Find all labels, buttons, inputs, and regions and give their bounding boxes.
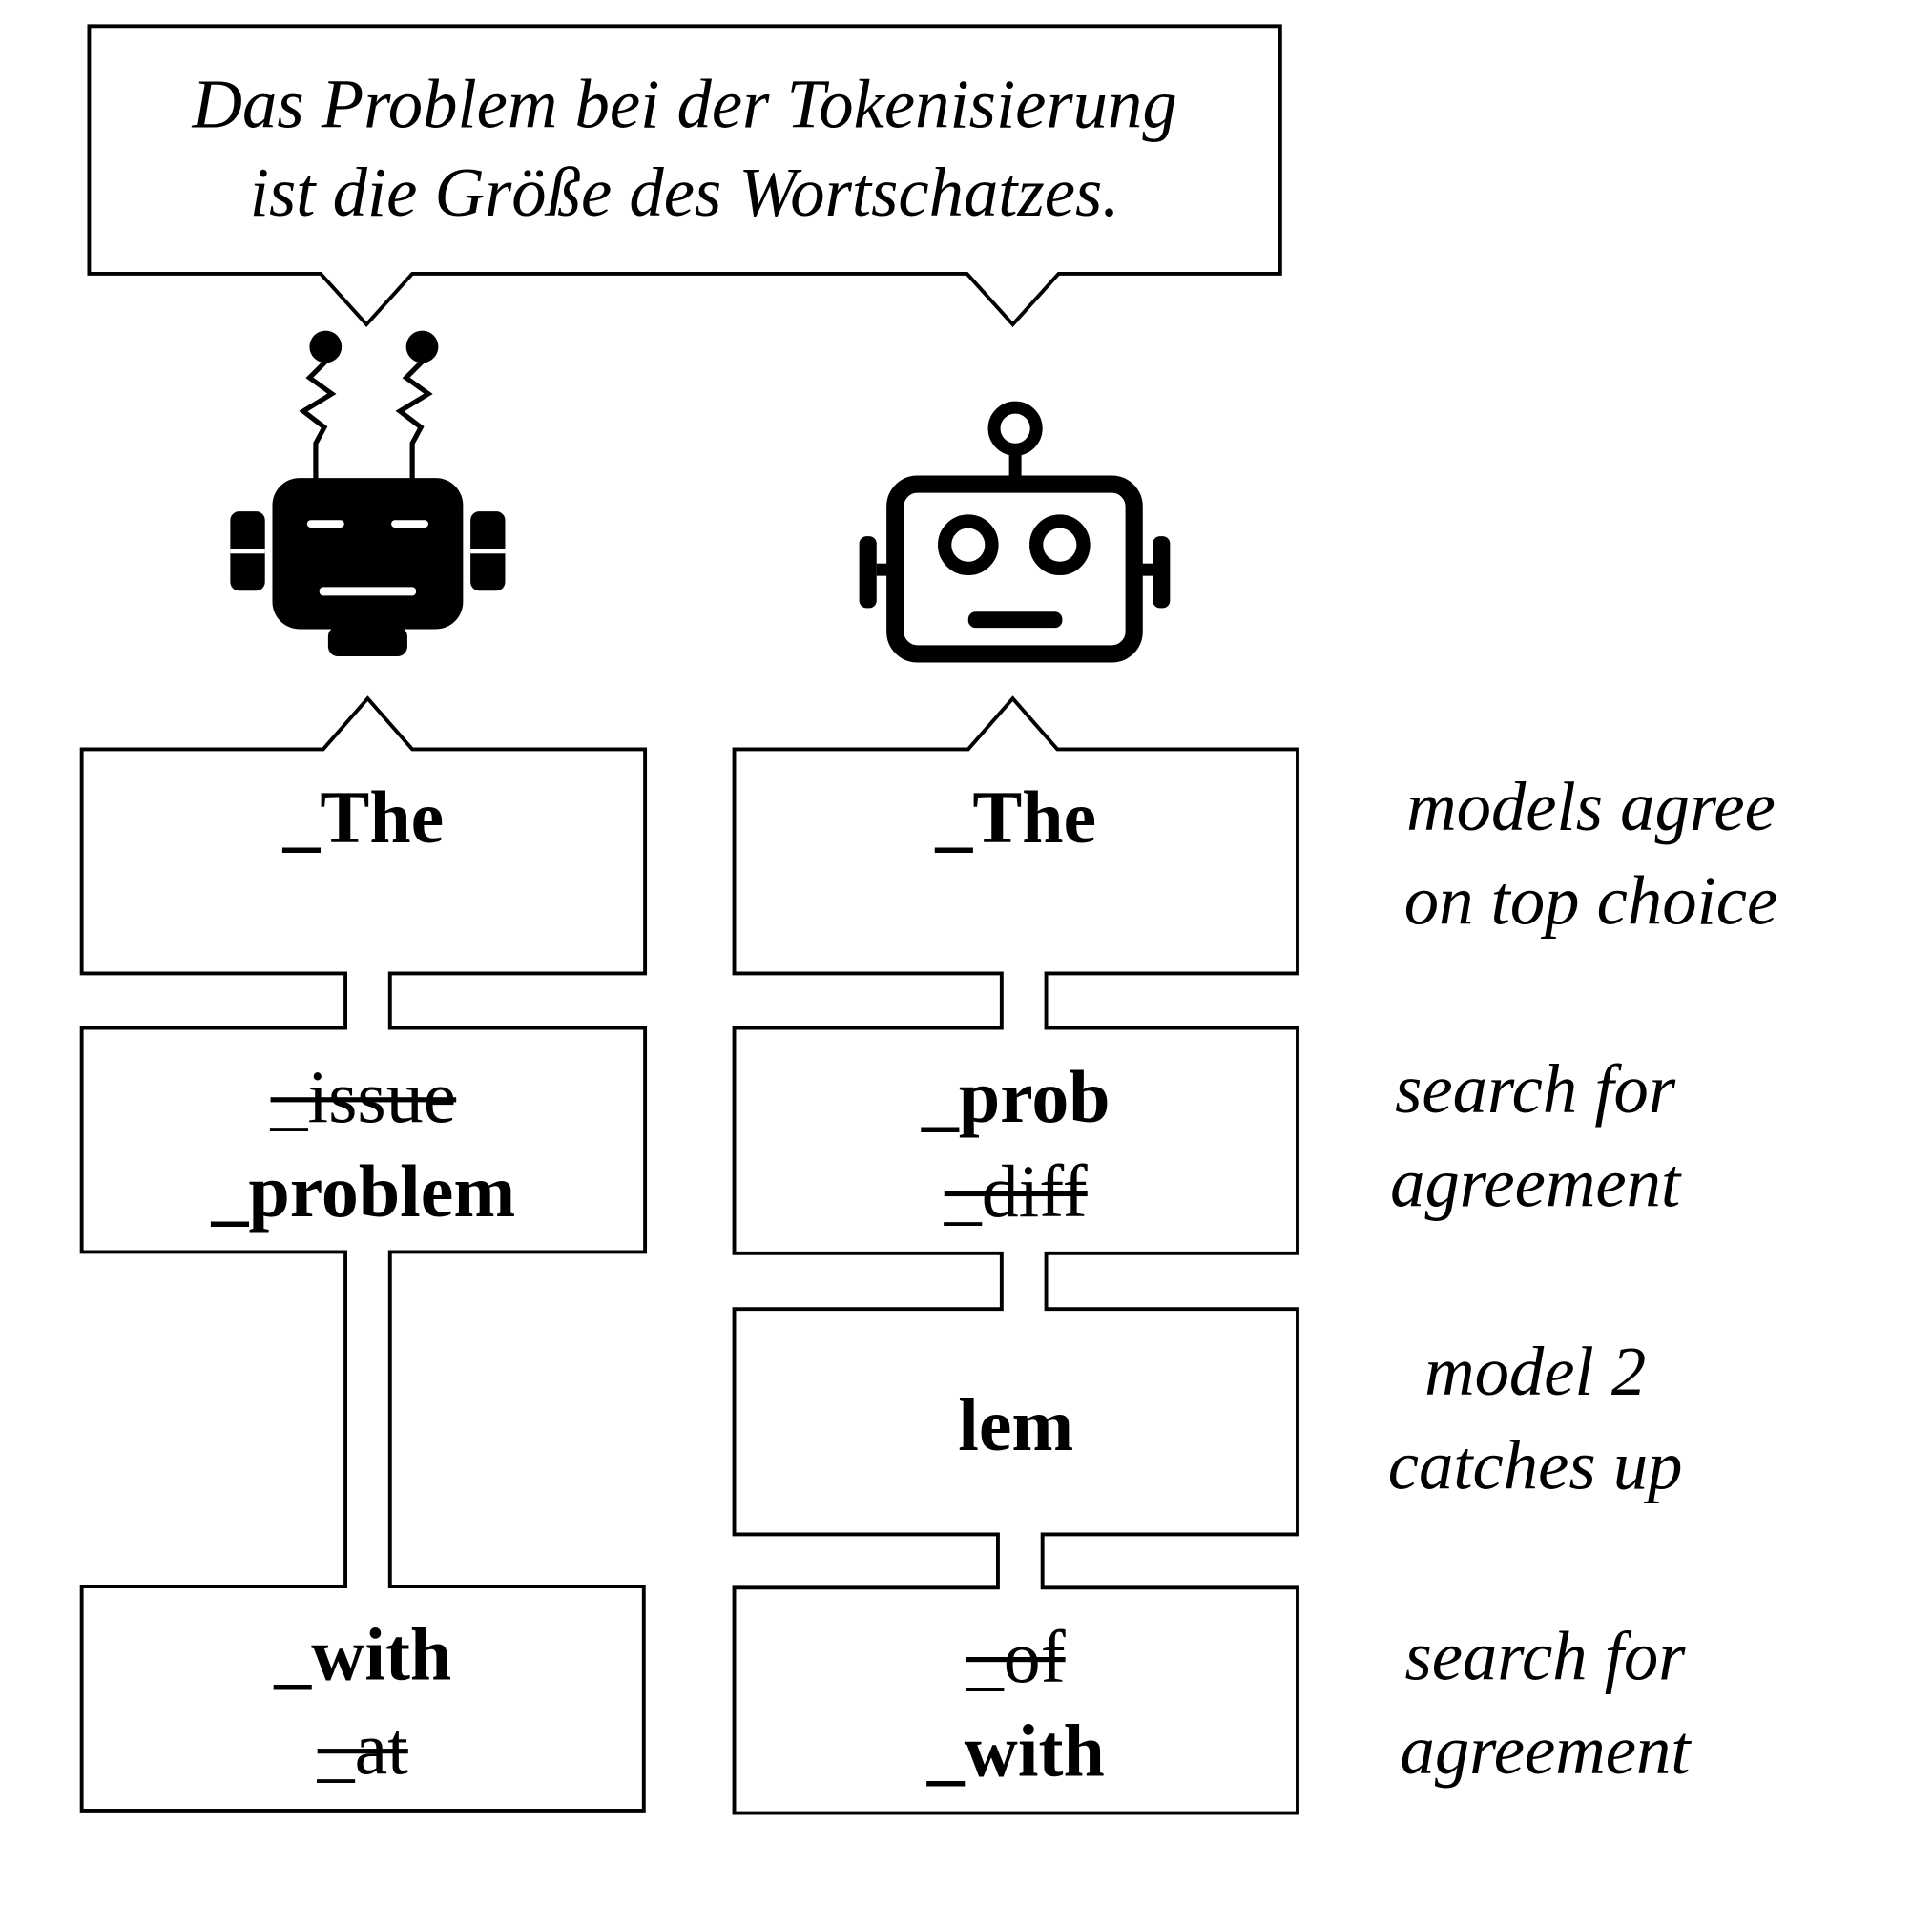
annotation-line: agreement xyxy=(1390,1145,1681,1223)
model2-step-4: _of _with xyxy=(735,1610,1298,1798)
token-rejected: _issue xyxy=(270,1056,457,1139)
annotation-line: on top choice xyxy=(1403,862,1778,941)
model1-step-1: _The xyxy=(82,770,645,864)
speech-bubble xyxy=(87,24,1282,328)
model2-step-boxes xyxy=(732,695,1299,1815)
model1-step-3: _with _at xyxy=(82,1607,644,1795)
token: _The xyxy=(282,776,445,859)
token: _with xyxy=(274,1613,452,1696)
token-rejected: _of xyxy=(966,1616,1066,1698)
token-rejected: _diff xyxy=(944,1150,1088,1233)
speech-line-2: ist die Größe des Wortschatzes. xyxy=(249,155,1120,232)
annotation-line: models agree xyxy=(1406,769,1776,846)
token: lem xyxy=(958,1384,1074,1467)
annotation-line: agreement xyxy=(1400,1712,1691,1790)
model1-step1-box xyxy=(79,695,648,1813)
token: _problem xyxy=(211,1150,516,1233)
token: _prob xyxy=(921,1056,1111,1139)
annotation-search-1: search for agreement xyxy=(1349,1043,1720,1231)
annotation-line: search for xyxy=(1395,1051,1676,1129)
annotation-catch-up: model 2 catches up xyxy=(1349,1325,1720,1513)
speech-line-1: Das Problem bei der Tokenisierung xyxy=(192,67,1177,144)
token: _The xyxy=(935,776,1097,859)
robot-antennae-icon xyxy=(230,330,506,657)
annotation-line: search for xyxy=(1404,1618,1686,1696)
token: _with xyxy=(926,1709,1105,1792)
token-rejected: _at xyxy=(317,1708,408,1790)
model2-step-2: _prob _diff xyxy=(735,1050,1298,1238)
annotation-line: model 2 xyxy=(1424,1334,1647,1411)
annotation-search-2: search for agreement xyxy=(1360,1610,1731,1798)
annotation-line: catches up xyxy=(1387,1427,1683,1505)
model1-step-2: _issue _problem xyxy=(82,1050,645,1238)
speech-text: Das Problem bei der Tokenisierung ist di… xyxy=(89,62,1279,238)
annotation-agree: models agree on top choice xyxy=(1361,760,1819,948)
model2-step-3: lem xyxy=(735,1378,1298,1473)
model2-step-1: _The xyxy=(735,770,1298,864)
robot-outline-icon xyxy=(859,401,1171,663)
